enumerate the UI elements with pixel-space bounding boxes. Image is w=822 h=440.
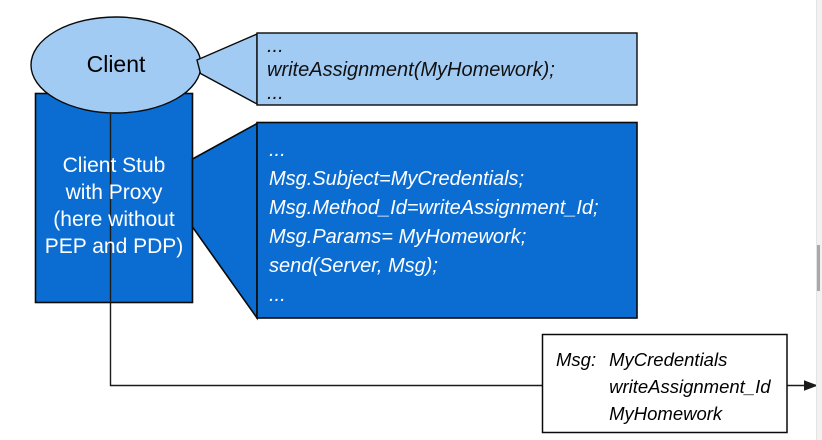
client-stub-label-line: (here without: [53, 208, 175, 231]
message-box-content: Msg: MyCredentials writeAssignment_Id My…: [556, 346, 771, 427]
call-snippet-line: writeAssignment(MyHomework);: [267, 58, 555, 81]
client-stub-label: Client Stub with Proxy (here without PEP…: [36, 152, 192, 260]
client-stub-box: [34, 92, 194, 304]
marshal-snippet-line: Msg.Params= MyHomework;: [269, 226, 527, 248]
message-box-label: Msg:: [556, 349, 597, 370]
call-snippet-line: ...: [267, 82, 284, 105]
vertical-scrollbar[interactable]: [816, 0, 822, 440]
marshal-snippet-line: ...: [269, 284, 286, 306]
marshal-snippet-line: Msg.Method_Id=writeAssignment_Id;: [269, 197, 599, 219]
call-snippet-line: ...: [267, 35, 284, 57]
scrollbar-thumb[interactable]: [817, 245, 820, 291]
client-stub-label-line: PEP and PDP): [44, 235, 184, 258]
call-snippet: ... writeAssignment(MyHomework); ...: [267, 35, 555, 106]
marshal-snippet-line: Msg.Subject=MyCredentials;: [269, 168, 525, 190]
marshal-callout-box: [256, 121, 638, 319]
marshal-snippet: ... Msg.Subject=MyCredentials; Msg.Metho…: [269, 136, 599, 310]
call-callout-pointer: [196, 32, 258, 106]
message-box: [541, 333, 788, 434]
message-box-values: MyCredentials writeAssignment_Id MyHomew…: [609, 346, 770, 427]
marshal-snippet-line: ...: [269, 139, 286, 161]
arrowhead-icon: [804, 380, 818, 391]
client-stub-label-line: with Proxy: [65, 181, 163, 204]
message-box-value: writeAssignment_Id: [609, 376, 771, 397]
message-box-value: MyHomework: [609, 403, 723, 424]
client-label: Client: [86, 51, 146, 77]
client-stub-label-line: Client Stub: [62, 154, 166, 177]
marshal-callout-pointer: [191, 122, 258, 321]
marshal-snippet-line: send(Server, Msg);: [269, 255, 438, 277]
message-box-value: MyCredentials: [609, 349, 728, 370]
call-callout-box: [256, 32, 638, 106]
